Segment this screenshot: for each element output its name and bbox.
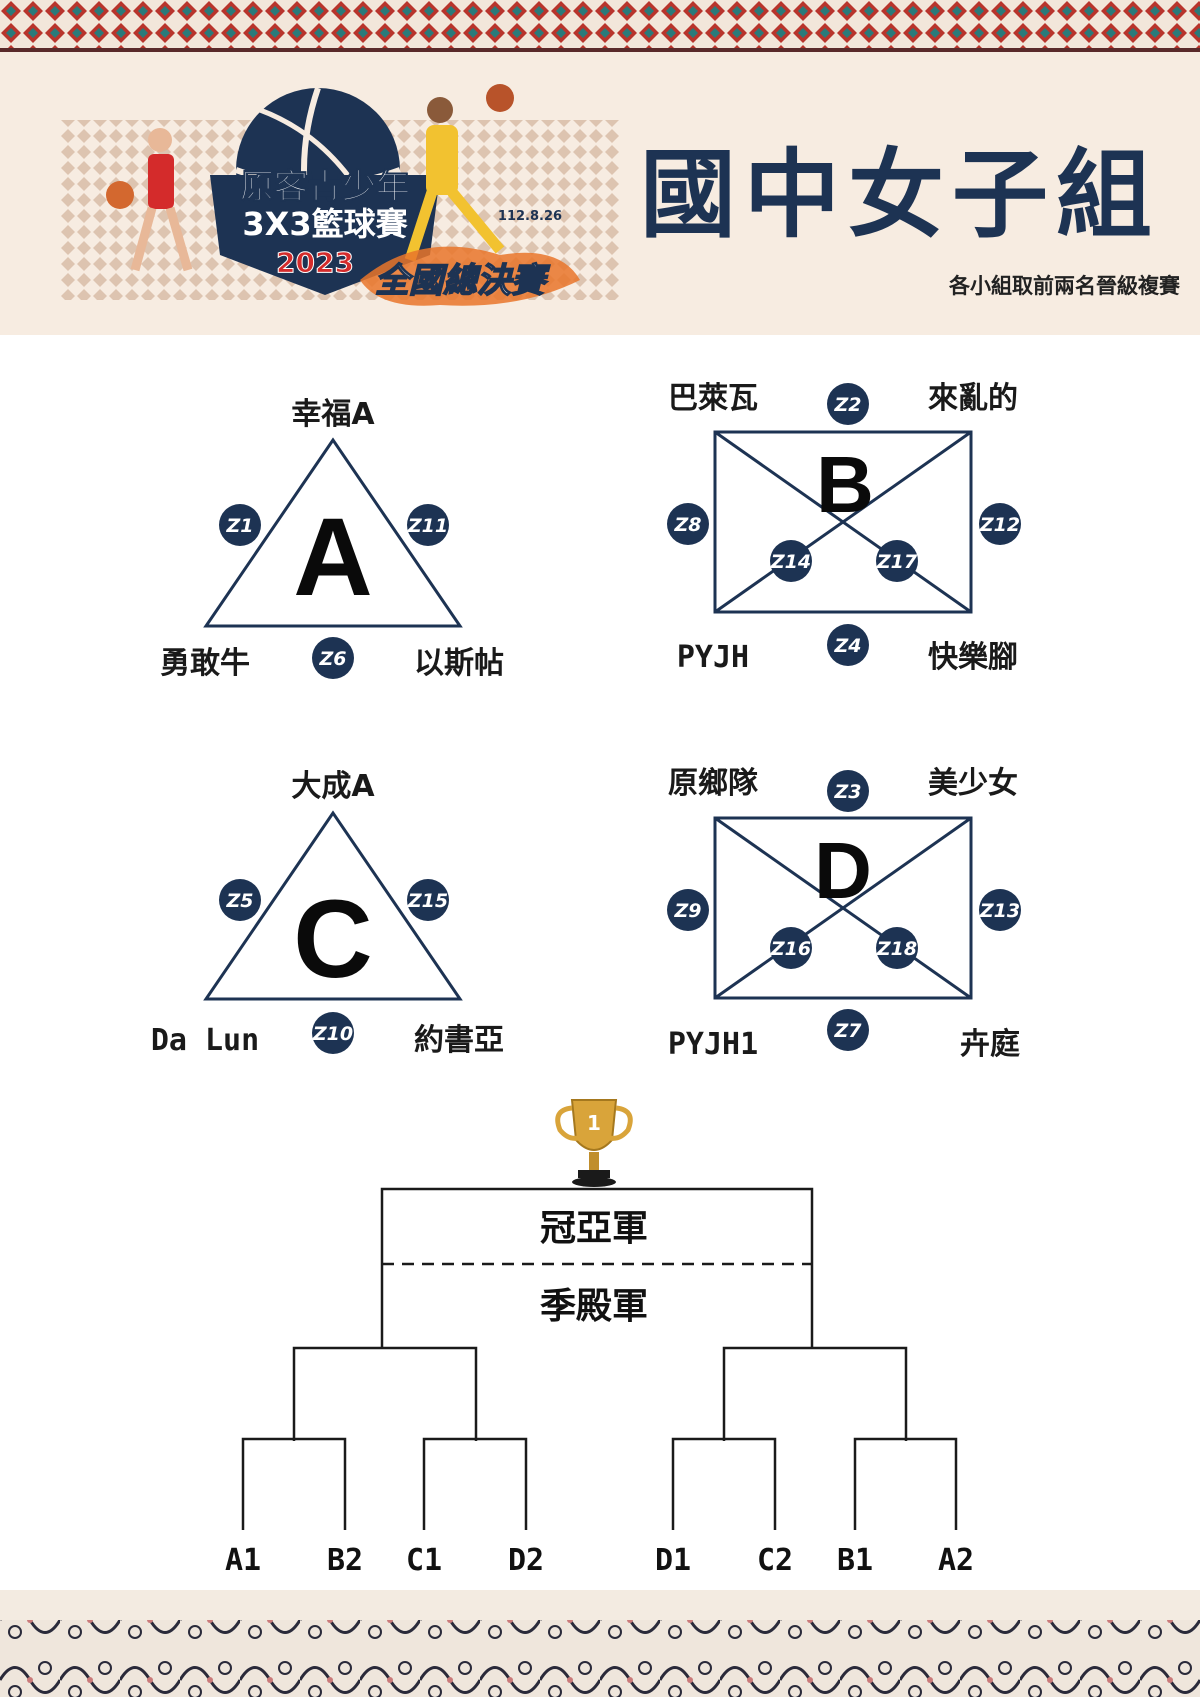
bracket-seed: C1 bbox=[406, 1543, 442, 1578]
bracket-seed: A2 bbox=[938, 1543, 974, 1578]
game-label-z1: Z1 bbox=[226, 515, 254, 537]
team-d-bottom-left: PYJH1 bbox=[668, 1027, 758, 1062]
third-place-label: 季殿軍 bbox=[540, 1286, 648, 1327]
team-c-top: 大成A bbox=[291, 769, 375, 804]
game-badge-z7 bbox=[827, 1009, 869, 1051]
group-a-triangle bbox=[203, 437, 463, 628]
final-label: 冠亞軍 bbox=[540, 1208, 648, 1249]
game-label-z18: Z18 bbox=[876, 938, 917, 960]
top-pattern-band bbox=[0, 0, 1200, 52]
game-badge-z13 bbox=[979, 889, 1021, 931]
logo-date: 112.8.26 bbox=[498, 209, 562, 224]
game-label-z5: Z5 bbox=[226, 890, 254, 912]
bracket-seed: D2 bbox=[508, 1543, 544, 1578]
game-badge-z14 bbox=[770, 540, 812, 582]
logo-tagline: 全國總決賽 bbox=[375, 261, 551, 301]
game-badge-z5 bbox=[219, 879, 261, 921]
game-label-z4: Z4 bbox=[834, 635, 862, 657]
game-badge-z17 bbox=[876, 540, 918, 582]
game-label-z9: Z9 bbox=[674, 900, 702, 922]
game-label-z15: Z15 bbox=[407, 890, 448, 912]
group-d-letter: D bbox=[814, 826, 872, 915]
game-label-z2: Z2 bbox=[834, 394, 862, 416]
group-d-box bbox=[713, 816, 973, 1000]
group-b-letter: B bbox=[816, 440, 874, 529]
game-badge-z12 bbox=[979, 503, 1021, 545]
bottom-ornament-band bbox=[0, 1590, 1200, 1697]
game-label-z7: Z7 bbox=[834, 1020, 863, 1042]
team-c-bottom-right: 約書亞 bbox=[414, 1023, 504, 1058]
game-badge-z8 bbox=[667, 503, 709, 545]
group-a-letter: A bbox=[293, 496, 372, 619]
team-b-top-right: 來亂的 bbox=[928, 381, 1018, 416]
team-d-top-right: 美少女 bbox=[928, 766, 1018, 801]
team-a-bottom-left: 勇敢牛 bbox=[160, 646, 250, 681]
bracket-seed: B2 bbox=[327, 1543, 363, 1578]
team-a-bottom-right: 以斯帖 bbox=[414, 646, 504, 681]
group-c-letter: C bbox=[293, 878, 372, 1001]
group-c-triangle bbox=[203, 810, 463, 1001]
team-d-top-left: 原鄉隊 bbox=[668, 766, 758, 801]
team-d-bottom-right: 卉庭 bbox=[960, 1027, 1020, 1062]
team-b-bottom-right: 快樂腳 bbox=[928, 640, 1018, 675]
game-badge-z18 bbox=[876, 927, 918, 969]
game-badge-z4 bbox=[827, 624, 869, 666]
team-a-top: 幸福A bbox=[291, 397, 375, 432]
female-player-figure bbox=[106, 128, 193, 272]
game-badge-z16 bbox=[770, 927, 812, 969]
game-badge-z2 bbox=[827, 383, 869, 425]
game-label-z14: Z14 bbox=[770, 551, 811, 573]
game-label-z11: Z11 bbox=[407, 515, 448, 537]
game-badge-z1 bbox=[219, 504, 261, 546]
paint-splash bbox=[360, 246, 580, 306]
bracket-seed: B1 bbox=[837, 1543, 873, 1578]
elimination-bracket bbox=[241, 1187, 958, 1530]
game-label-z8: Z8 bbox=[674, 514, 702, 536]
game-label-z6: Z6 bbox=[319, 648, 347, 670]
tournament-diagram: A B C D 幸福A 勇敢牛 以斯帖 巴萊瓦 來亂的 PYJH 快樂腳 大成A… bbox=[151, 381, 1021, 1578]
game-label-z13: Z13 bbox=[979, 900, 1020, 922]
game-badge-z15 bbox=[407, 879, 449, 921]
event-logo: 原客青少年 3X3籃球賽 2023 112.8.26 全國總決賽 bbox=[60, 84, 620, 306]
team-b-top-left: 巴萊瓦 bbox=[668, 381, 758, 416]
male-player-figure bbox=[404, 84, 514, 262]
bracket-seed: D1 bbox=[655, 1543, 691, 1578]
group-b-box bbox=[713, 430, 973, 614]
game-label-z10: Z10 bbox=[312, 1023, 353, 1045]
bracket-seed: C2 bbox=[757, 1543, 793, 1578]
logo-line1: 原客青少年 bbox=[240, 167, 410, 207]
game-badge-z9 bbox=[667, 889, 709, 931]
team-c-bottom-left: Da Lun bbox=[151, 1023, 259, 1058]
bracket-seed: A1 bbox=[225, 1543, 261, 1578]
team-b-bottom-left: PYJH bbox=[677, 640, 749, 675]
logo-line2: 3X3籃球賽 bbox=[242, 205, 408, 243]
game-label-z12: Z12 bbox=[979, 514, 1020, 536]
page-title: 國中女子組 bbox=[640, 139, 1160, 251]
svg-text:1: 1 bbox=[587, 1111, 601, 1135]
logo-year: 2023 bbox=[276, 246, 354, 279]
game-badge-z6 bbox=[312, 637, 354, 679]
advancement-note: 各小組取前兩名晉級複賽 bbox=[949, 274, 1180, 298]
game-label-z16: Z16 bbox=[770, 938, 811, 960]
trophy-icon: 1 bbox=[555, 1099, 633, 1187]
game-label-z3: Z3 bbox=[834, 781, 862, 803]
game-badge-z11 bbox=[407, 504, 449, 546]
game-badge-z3 bbox=[827, 770, 869, 812]
game-badge-z10 bbox=[312, 1012, 354, 1054]
game-label-z17: Z17 bbox=[876, 551, 918, 573]
